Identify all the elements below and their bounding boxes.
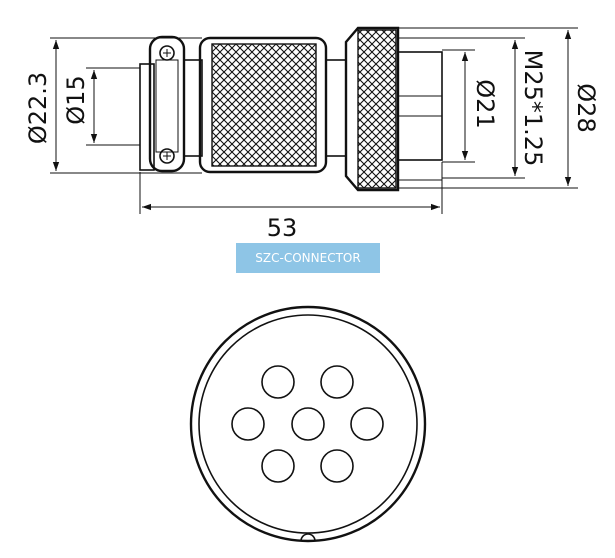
pin-hole-1 xyxy=(261,365,295,399)
dim-d28: Ø28 xyxy=(572,83,600,132)
dim-m25: M25*1.25 xyxy=(519,50,547,167)
face-inner-ring xyxy=(198,314,418,534)
clamp-screw-top-icon xyxy=(159,45,175,61)
dimension-lines xyxy=(50,27,578,214)
body-section xyxy=(325,59,347,157)
pin-hole-2 xyxy=(320,365,354,399)
dim-d22-3: Ø22.3 xyxy=(24,72,52,144)
key-notch-icon xyxy=(300,533,316,542)
neck xyxy=(183,59,203,157)
dimension-labels: Ø22.3 Ø15 Ø21 M25*1.25 Ø28 53 xyxy=(24,50,600,242)
front-plug xyxy=(397,51,443,161)
brand-label: SZC-CONNECTOR xyxy=(255,251,360,265)
pin-hole-6 xyxy=(261,449,295,483)
coupling-nut xyxy=(344,26,400,192)
dim-d21: Ø21 xyxy=(471,79,499,128)
pin-hole-4 xyxy=(291,407,325,441)
pin-hole-5 xyxy=(350,407,384,441)
pin-hole-7 xyxy=(320,449,354,483)
brand-badge-bg xyxy=(236,243,380,273)
clamp-screw-bottom-icon xyxy=(159,148,175,164)
side-view xyxy=(139,26,443,192)
face-outer-ring xyxy=(189,305,427,543)
clamp-bar xyxy=(148,35,186,173)
dim-length: 53 xyxy=(267,214,298,242)
brand-badge: SZC-CONNECTOR xyxy=(236,243,380,273)
front-view xyxy=(189,305,427,543)
pin-hole-3 xyxy=(231,407,265,441)
rear-clamp-plate xyxy=(139,63,155,171)
dim-d15: Ø15 xyxy=(62,75,90,124)
